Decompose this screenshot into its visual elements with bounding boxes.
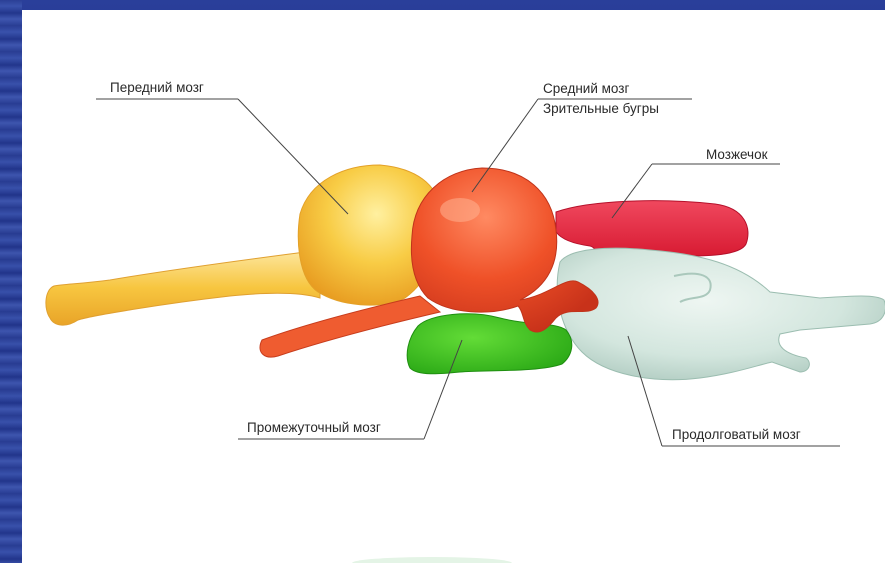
label-medulla: Продолговатый мозг bbox=[672, 427, 801, 443]
label-cerebellum: Мозжечок bbox=[706, 147, 767, 163]
label-diencephalon: Промежуточный мозг bbox=[247, 420, 381, 436]
label-midbrain: Средний мозг bbox=[543, 81, 629, 97]
label-forebrain: Передний мозг bbox=[110, 80, 204, 96]
midbrain-highlight bbox=[440, 198, 480, 222]
medulla-shape bbox=[557, 248, 885, 380]
label-optic-lobes: Зрительные бугры bbox=[543, 101, 659, 117]
faint-shadow-mark bbox=[352, 557, 512, 563]
forebrain-stem bbox=[46, 250, 320, 325]
leader-forebrain bbox=[238, 99, 348, 214]
midbrain-shape bbox=[411, 168, 598, 332]
